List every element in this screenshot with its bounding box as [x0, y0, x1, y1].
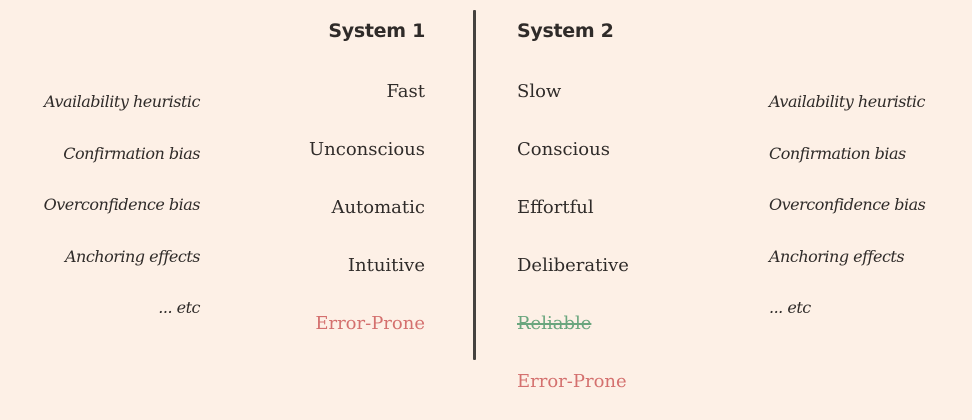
system1-title: System 1 — [328, 20, 425, 42]
system1-trait: Intuitive — [347, 255, 425, 276]
system2-struck-reliable: Reliable — [517, 313, 592, 334]
system1-trait: Unconscious — [308, 139, 425, 160]
system2-bias: Confirmation bias — [769, 144, 906, 163]
system2-trait: Deliberative — [517, 255, 629, 276]
system1-trait: Fast — [386, 81, 425, 102]
system1-bias: Anchoring effects — [64, 247, 201, 266]
system1-error-label: Error-Prone — [315, 313, 425, 334]
system1-bias: Confirmation bias — [63, 144, 200, 163]
system2-trait: Effortful — [517, 197, 594, 218]
system1-bias: ... etc — [158, 298, 200, 317]
system2-title: System 2 — [517, 20, 614, 42]
system2-bias: Overconfidence bias — [769, 195, 926, 214]
system2-error-label: Error-Prone — [517, 371, 627, 392]
system1-bias: Overconfidence bias — [43, 195, 201, 214]
system1-bias: Availability heuristic — [44, 92, 200, 111]
system2-bias: Anchoring effects — [769, 247, 905, 266]
center-divider — [473, 10, 476, 360]
system1-trait: Automatic — [331, 197, 425, 218]
system2-trait: Slow — [517, 81, 562, 102]
system2-bias: Availability heuristic — [769, 92, 925, 111]
system2-trait: Conscious — [517, 139, 610, 160]
system2-bias: ... etc — [769, 298, 811, 317]
